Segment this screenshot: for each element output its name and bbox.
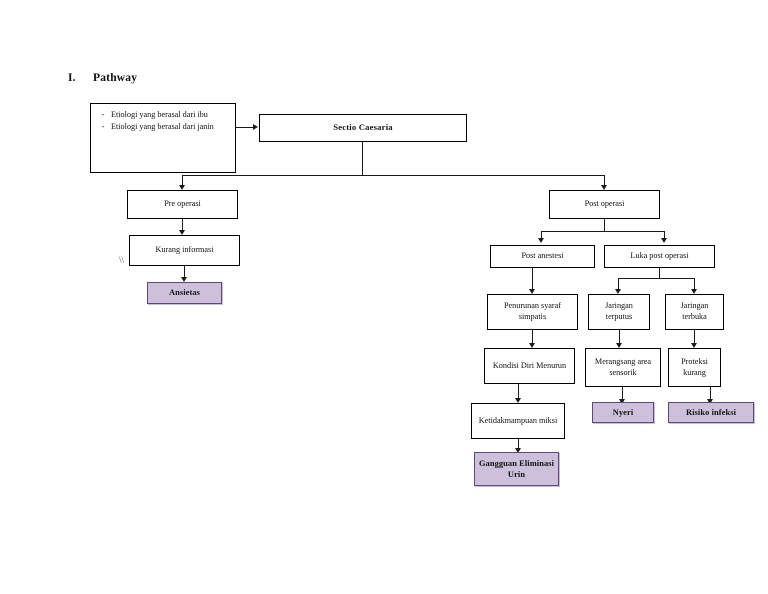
- edge-sectio-to-post-operasi: [604, 175, 605, 186]
- page-title-number: I.: [68, 72, 76, 84]
- edge-kurang-informasi-to-ansietas: [184, 266, 185, 279]
- arrow-head-icon: [615, 289, 621, 294]
- edge-terbuka-to-proteksi: [694, 330, 695, 344]
- arrow-head-icon: [538, 238, 544, 243]
- arrow-head-icon: [707, 399, 713, 404]
- edge-luka-to-jaringan-terbuka: [694, 278, 695, 290]
- node-kurang-informasi: Kurang informasi: [129, 235, 240, 266]
- edge-sectio-to-pre-operasi: [182, 175, 183, 186]
- node-sectio-caesaria: Sectio Caesaria: [259, 114, 467, 142]
- node-merangsang-area-sensorik: Merangsang area sensorik: [585, 348, 661, 387]
- arrow-head-icon: [691, 343, 697, 348]
- edge-sectio-branch-bar: [182, 175, 604, 176]
- edge-post-operasi-to-luka-post-operasi: [664, 231, 665, 239]
- arrow-head-icon: [515, 448, 521, 453]
- arrow-head-icon: [601, 185, 607, 190]
- etiologi-bullet-2-label: Etiologi yang berasal dari janin: [111, 121, 214, 131]
- etiologi-bullet-2: - Etiologi yang berasal dari janin: [95, 122, 229, 133]
- edge-post-operasi-branch-bar: [541, 231, 665, 232]
- edge-terputus-to-merangsang: [619, 330, 620, 344]
- arrow-head-icon: [619, 399, 625, 404]
- page-title: I. Pathway: [68, 72, 137, 84]
- node-ansietas: Ansietas: [147, 282, 222, 304]
- edge-luka-branch-bar: [618, 278, 695, 279]
- node-ketidakmampuan-miksi: Ketidakmampuan miksi: [471, 403, 565, 439]
- node-proteksi-kurang: Proteksi kurang: [668, 348, 721, 387]
- edge-penurunan-to-kondisi: [532, 330, 533, 344]
- arrow-head-icon: [691, 289, 697, 294]
- arrow-head-icon: [181, 277, 187, 282]
- etiologi-bullet-1: - Etiologi yang berasal dari ibu: [95, 110, 229, 121]
- node-jaringan-terputus: Jaringan terputus: [588, 294, 650, 330]
- bullet-dash-icon: -: [101, 121, 105, 131]
- edge-proteksi-to-risiko: [710, 387, 711, 400]
- edge-etiologi-to-sectio: [236, 127, 255, 128]
- node-gangguan-eliminasi-urin: Gangguan Eliminasi Urin: [474, 452, 559, 486]
- arrow-head-icon: [253, 124, 258, 130]
- bullet-dash-icon: -: [101, 110, 105, 119]
- node-jaringan-terbuka: Jaringan terbuka: [665, 294, 724, 330]
- node-kondisi-diri-menurun: Kondisi Diri Menurun: [484, 348, 575, 384]
- edge-luka-trunk: [659, 268, 660, 278]
- edge-merangsang-to-nyeri: [622, 387, 623, 400]
- arrow-head-icon: [529, 343, 535, 348]
- node-luka-post-operasi: Luka post operasi: [604, 245, 715, 268]
- node-post-operasi: Post operasi: [549, 190, 660, 219]
- arrow-head-icon: [529, 289, 535, 294]
- edge-pre-operasi-to-kurang-informasi: [182, 219, 183, 232]
- edge-sectio-trunk: [362, 142, 363, 175]
- edge-ketidakmampuan-to-gangguan: [518, 439, 519, 449]
- node-post-anestesi: Post anestesi: [490, 245, 595, 268]
- node-penurunan-syaraf-simpatis: Penurunan syaraf simpatis: [487, 294, 578, 330]
- edge-post-anestesi-to-penurunan: [532, 268, 533, 290]
- edge-kondisi-to-ketidakmampuan: [518, 384, 519, 399]
- edge-post-operasi-to-post-anestesi: [541, 231, 542, 239]
- arrow-head-icon: [179, 185, 185, 190]
- edge-post-operasi-trunk: [604, 219, 605, 231]
- arrow-head-icon: [661, 238, 667, 243]
- node-risiko-infeksi: Risiko infeksi: [668, 402, 754, 423]
- stray-mark: \\: [119, 255, 125, 265]
- etiologi-bullet-1-label: Etiologi yang berasal dari ibu: [111, 110, 208, 119]
- page-title-text: Pathway: [93, 72, 138, 84]
- arrow-head-icon: [616, 343, 622, 348]
- arrow-head-icon: [179, 230, 185, 235]
- node-nyeri: Nyeri: [592, 402, 654, 423]
- node-pre-operasi: Pre operasi: [127, 190, 238, 219]
- arrow-head-icon: [515, 398, 521, 403]
- edge-luka-to-jaringan-terputus: [618, 278, 619, 290]
- node-etiologi: - Etiologi yang berasal dari ibu - Etiol…: [90, 103, 236, 173]
